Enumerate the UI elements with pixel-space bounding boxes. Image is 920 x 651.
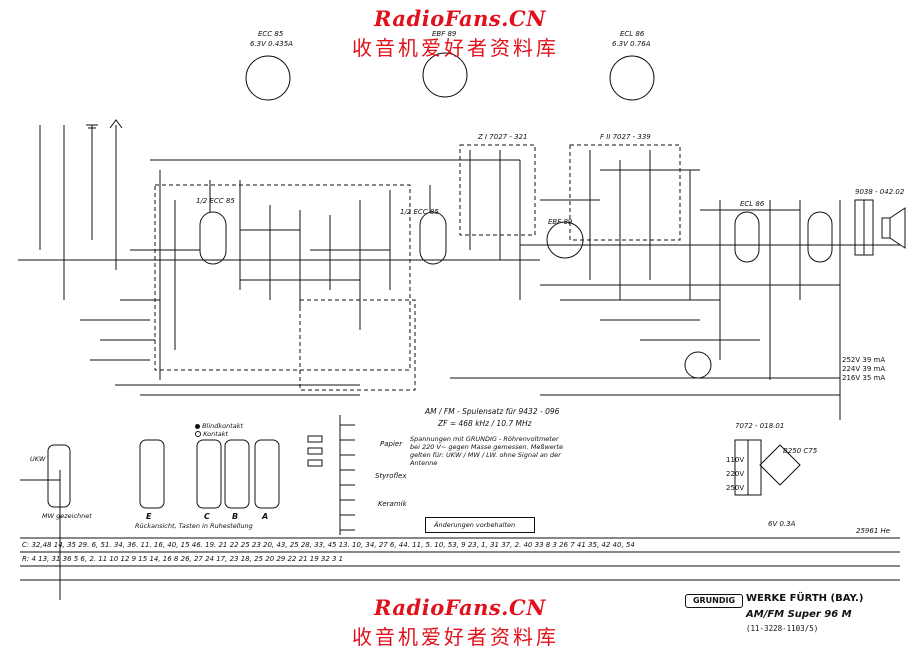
- tube-heater-ecl86-top: 6.3V 0.76A: [612, 40, 651, 48]
- watermark-site-top: RadioFans.CN: [374, 6, 546, 31]
- label-ecc85-left: 1/2 ECC 85: [196, 197, 235, 205]
- position-table-grid: [20, 537, 900, 581]
- supply-v2: 224V 39 mA: [842, 365, 886, 373]
- label-ebf89: EBF 89: [548, 218, 573, 226]
- legend-blind: Blindkontakt: [195, 422, 243, 430]
- label-ecl86: ECL 86: [740, 200, 765, 208]
- tube-label-ecl86-top: ECL 86: [620, 30, 645, 38]
- changes-box: Änderungen vorbehalten: [425, 517, 535, 533]
- mains-110: 110V: [726, 456, 745, 464]
- switch-bank: [47, 439, 280, 509]
- watermark-chinese-bottom: 收音机爱好者资料库: [352, 625, 559, 649]
- cap-papier: Papier: [380, 440, 403, 448]
- wiring-network: [20, 150, 841, 600]
- cap-styroflex: Styroflex: [375, 472, 407, 480]
- label-out-trafo: 9038 - 042.02: [855, 188, 905, 196]
- socket-diagrams: [245, 52, 655, 101]
- label-rectifier: B250 C75: [783, 447, 818, 455]
- tube-heater-ecc85-top: 6.3V 0.435A: [250, 40, 293, 48]
- shield-boxes: [154, 144, 681, 391]
- supply-rails: [18, 159, 900, 396]
- note-coil-set: AM / FM - Spulensatz für 9432 - 096: [425, 407, 560, 416]
- label-ecc85-right: 1/2 ECC 85: [400, 208, 439, 216]
- mains-250: 250V: [726, 484, 745, 492]
- supply-v1: 252V 39 mA: [842, 356, 886, 364]
- watermark-chinese-top: 收音机爱好者资料库: [352, 36, 559, 60]
- label-power-trafo: 7072 - 018.01: [735, 422, 785, 430]
- watermark-site-bottom: RadioFans.CN: [374, 595, 546, 620]
- speaker: [881, 207, 906, 249]
- tube-label-ebf89-top: EBF 89: [432, 30, 457, 38]
- cap-keramik: Keramik: [378, 500, 407, 508]
- note-measure: Spannungen mit GRUNDIG - Röhrenvoltmeter…: [410, 435, 564, 467]
- label-mw-drawn: MW gezeichnet: [42, 512, 92, 520]
- cap-legend: [307, 415, 355, 535]
- serial-number: 25961 He: [856, 527, 891, 535]
- antenna-inputs: [39, 119, 123, 300]
- position-row-c: C: 32,48 14, 35 29. 6, 51. 34, 36. 11. 1…: [22, 541, 635, 549]
- tube-envelopes: [199, 211, 833, 379]
- label-ukw: UKW: [30, 455, 46, 463]
- model-name: AM/FM Super 96 M: [746, 609, 852, 620]
- label-lamp: 6V 0.3A: [768, 520, 796, 528]
- tasten-b: B: [232, 512, 239, 521]
- note-changes: Änderungen vorbehalten: [434, 521, 516, 529]
- note-if: ZF = 468 kHz / 10.7 MHz: [438, 419, 532, 428]
- transformers: [734, 199, 874, 496]
- tasten-c: C: [204, 512, 210, 521]
- legend-kontakt: Kontakt: [195, 430, 228, 438]
- tube-label-ecc85-top: ECC 85: [258, 30, 284, 38]
- label-ruck: Rückansicht, Tasten in Ruhestellung: [135, 522, 253, 530]
- doc-code: (11-3228-1103/5): [746, 624, 819, 633]
- position-row-r: R: 4 13, 31 36 5 6, 2. 11 10 12 9 15 14,…: [22, 555, 344, 563]
- mains-220: 220V: [726, 470, 745, 478]
- grundig-logo: GRUNDIG: [685, 594, 743, 608]
- maker-name: WERKE FÜRTH (BAY.): [746, 593, 864, 604]
- tasten-a: A: [262, 512, 269, 521]
- supply-v3: 216V 35 mA: [842, 374, 886, 382]
- label-zf1: Z I 7027 - 321: [478, 133, 528, 141]
- label-zf2: F II 7027 - 339: [600, 133, 651, 141]
- tasten-e: E: [146, 512, 152, 521]
